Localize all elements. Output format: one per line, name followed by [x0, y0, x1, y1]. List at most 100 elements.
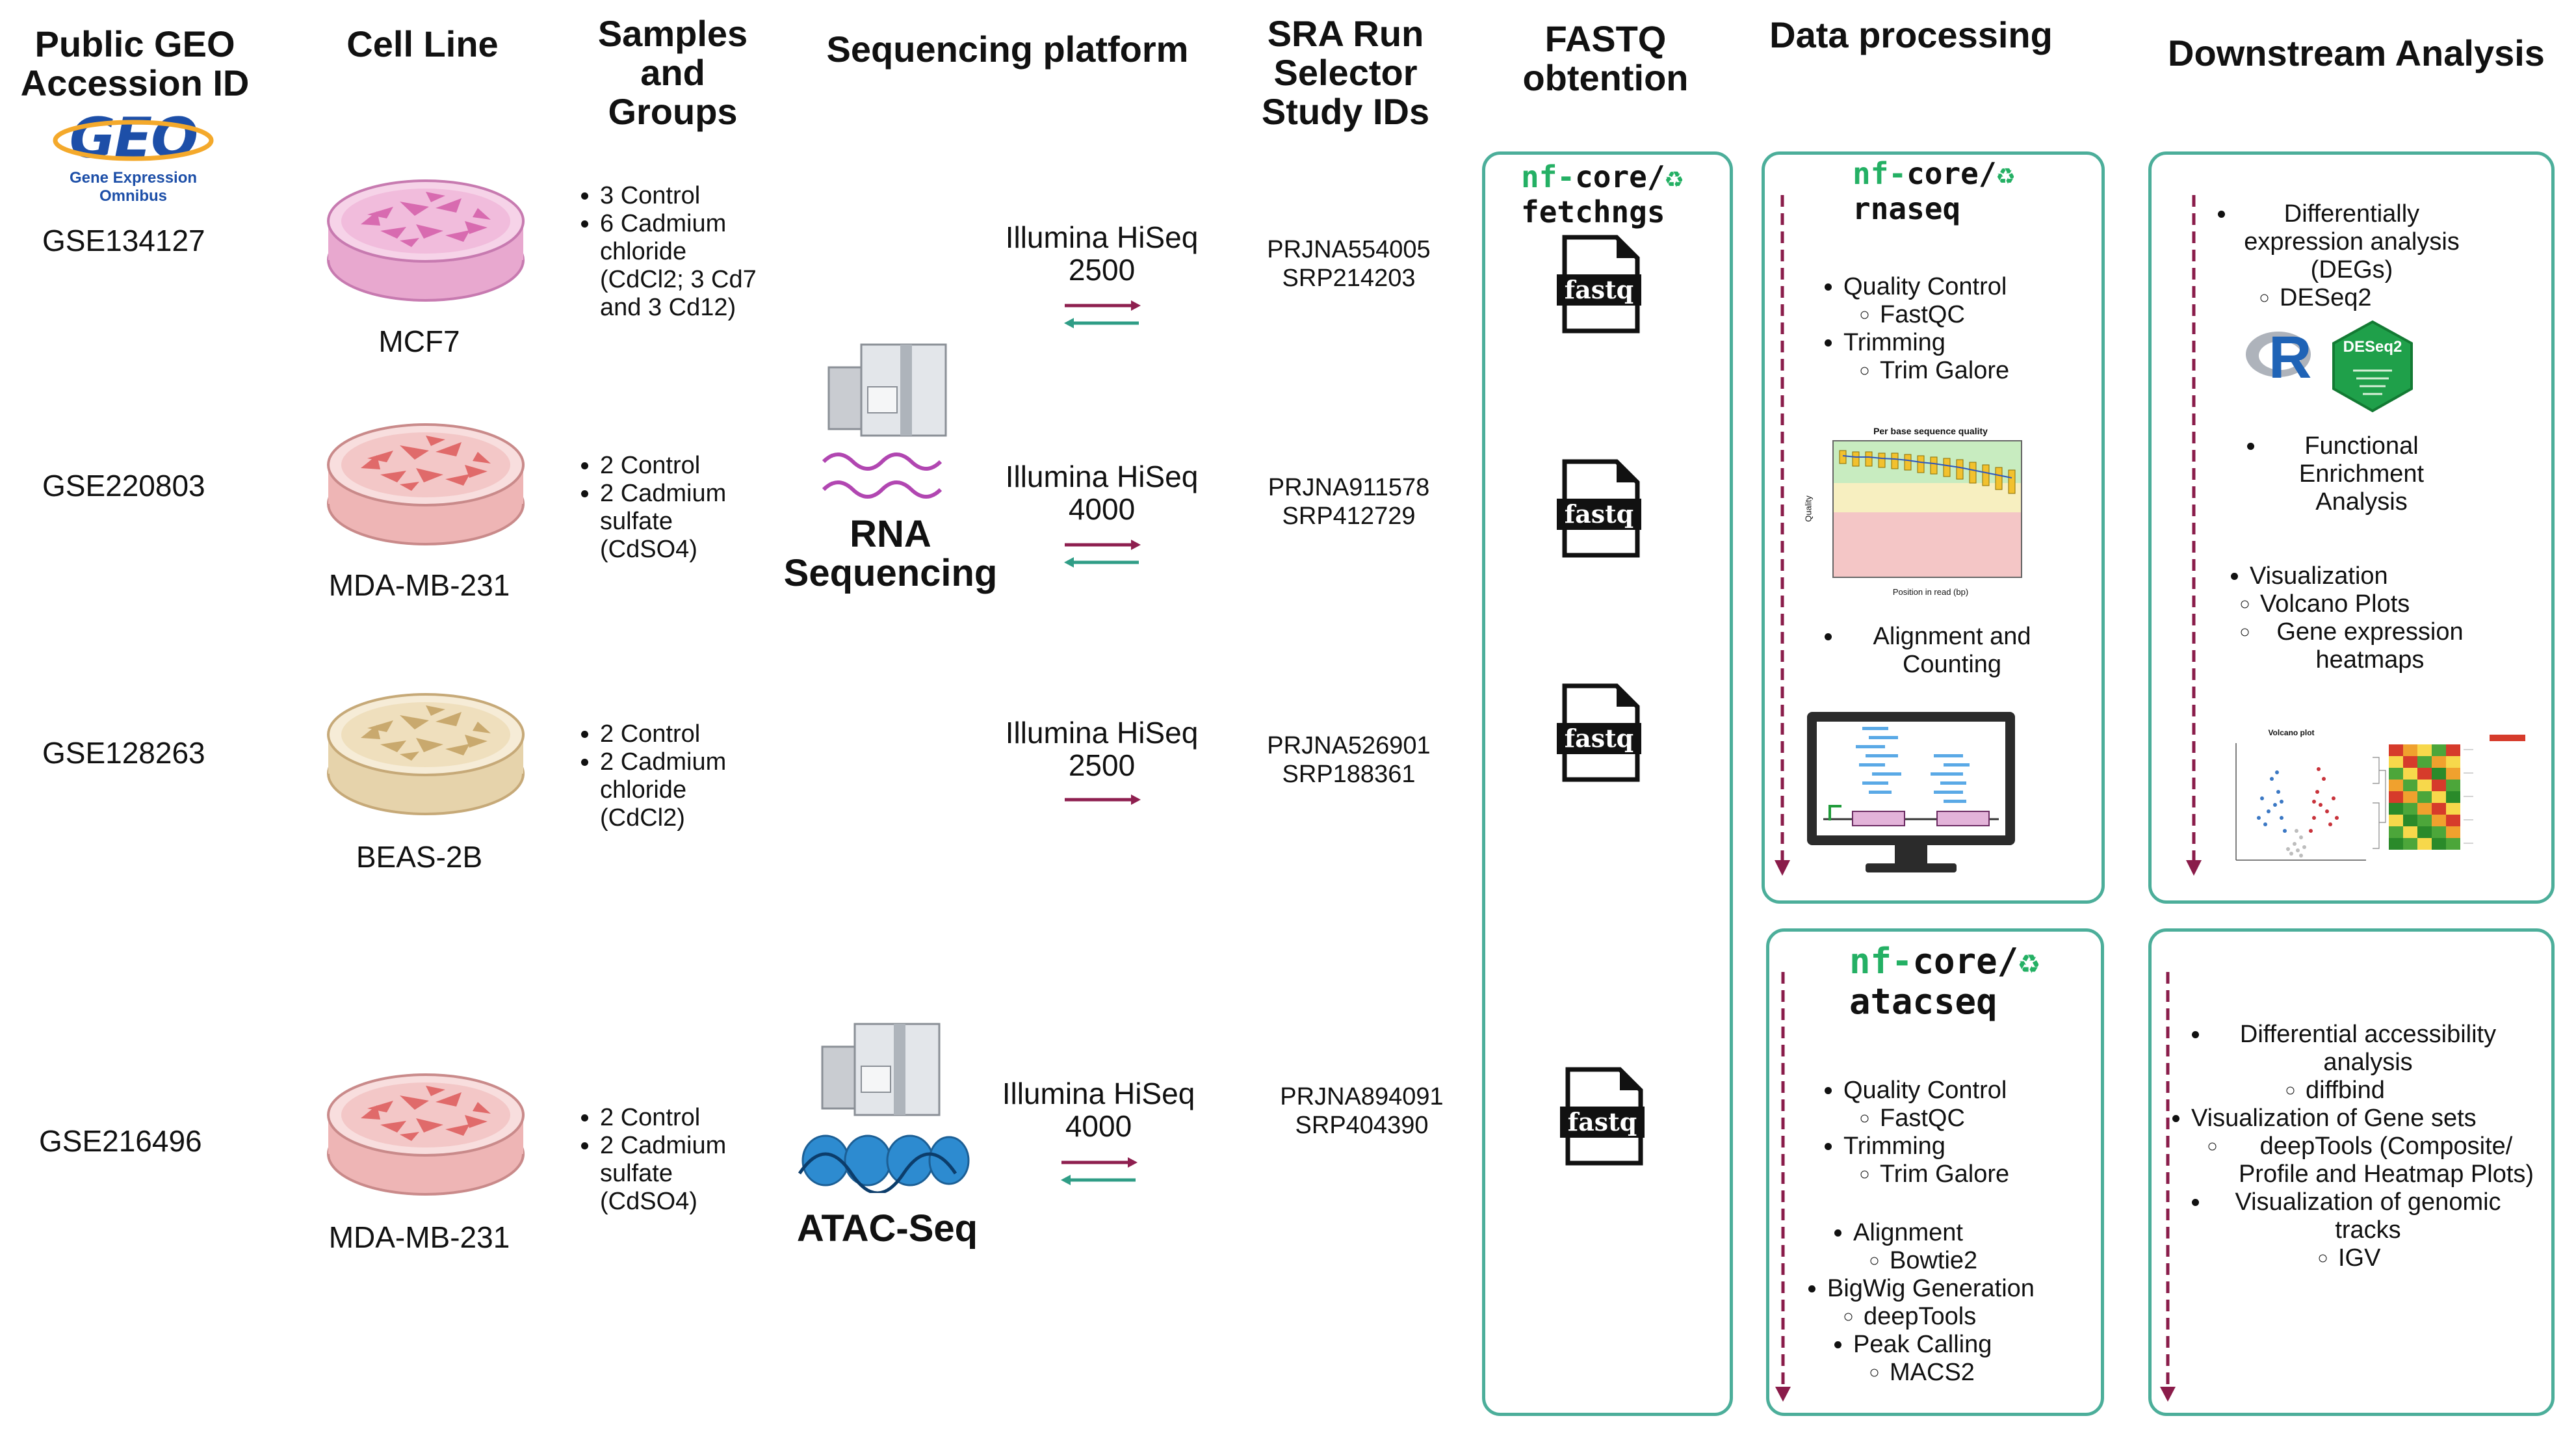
- samples-1: 3 Control 6 Cadmium chloride (CdCl2; 3 C…: [569, 182, 777, 322]
- step-trimgalore: Trim Galore: [1880, 1160, 2087, 1188]
- deseq2-logo-text: DESeq2: [2343, 338, 2402, 356]
- arrows-3: [1065, 794, 1141, 805]
- fastq-file-icon: fastq: [1560, 1066, 1645, 1167]
- step-trimming: Trimming Trim Galore: [1843, 1133, 2087, 1188]
- fastq-label: fastq: [1564, 724, 1634, 753]
- rnaseq-steps-2: Alignment and Counting: [1814, 623, 2087, 679]
- r-logo-icon: [2246, 332, 2311, 377]
- geo-logo: GEO Gene Expression Omnibus: [36, 109, 231, 205]
- accession-4: GSE216496: [39, 1124, 202, 1158]
- accession-3: GSE128263: [42, 736, 205, 770]
- cell-line-4: MDA-MB-231: [328, 1220, 510, 1254]
- step-alignment: Alignment Bowtie2: [1853, 1219, 2096, 1275]
- step-qc: Quality Control FastQC: [1843, 1077, 2087, 1133]
- analysis-visgene: Visualization of Gene sets deepTools (Co…: [2191, 1105, 2545, 1188]
- header-fastq: FASTQ obtention: [1522, 18, 1689, 98]
- nf-core-atacseq: nf-core/♻ atacseq: [1849, 941, 2040, 1022]
- samples-2-item: 2 Cadmium sulfate (CdSO4): [600, 480, 777, 564]
- samples-3-item: 2 Control: [600, 720, 777, 748]
- header-sra: SRA Run Selector Study IDs: [1261, 13, 1430, 132]
- atacseq-box: [1766, 928, 2104, 1416]
- samples-1-item: 3 Control: [600, 182, 777, 210]
- step-macs: MACS2: [1890, 1359, 2096, 1387]
- sra-4: PRJNA894091 SRP404390: [1258, 1082, 1466, 1140]
- deseq2-logo-icon: [2332, 320, 2413, 413]
- header-platform: Sequencing platform: [826, 29, 1189, 70]
- vis-volcano: Volcano Plots: [2260, 590, 2480, 618]
- sra-1: PRJNA554005 SRP214203: [1245, 235, 1453, 293]
- accession-2: GSE220803: [42, 469, 205, 503]
- samples-1-item: 6 Cadmium chloride (CdCl2; 3 Cd7 and 3 C…: [600, 210, 777, 322]
- platform-4: Illumina HiSeq 4000: [1002, 1077, 1195, 1143]
- samples-2-item: 2 Control: [600, 452, 777, 480]
- pipeline-name: rnaseq: [1853, 191, 1961, 226]
- platform-1: Illumina HiSeq 2500: [1005, 220, 1199, 287]
- qc-plot-area: [1832, 440, 2022, 578]
- nf-prefix: nf-: [1521, 159, 1576, 194]
- sra-3: PRJNA526901 SRP188361: [1245, 731, 1453, 789]
- sequencer-icon-atac: [821, 1023, 941, 1116]
- pipeline-name: atacseq: [1849, 981, 1997, 1022]
- arrows-2: [1064, 540, 1141, 568]
- nf-core-text: core/: [1906, 156, 1997, 191]
- cell-line-1: MCF7: [378, 324, 460, 358]
- step-fastqc: FastQC: [1880, 1105, 2087, 1133]
- volcano-plot: Volcano plot: [2213, 728, 2369, 884]
- header-cell-line: Cell Line: [346, 23, 499, 64]
- prjna-3: PRJNA526901: [1267, 732, 1431, 759]
- sequencer-icon: [827, 343, 947, 437]
- downstream-rna-vis: Visualization Volcano Plots Gene express…: [2220, 562, 2480, 674]
- step-qc: Quality Control FastQC: [1843, 273, 2087, 329]
- cell-dish-3: [327, 693, 525, 815]
- samples-4: 2 Control 2 Cadmium sulfate (CdSO4): [569, 1104, 777, 1216]
- rna-wave-icon: [822, 452, 943, 499]
- nf-prefix: nf-: [1853, 156, 1907, 191]
- rna-seq-label: RNA Sequencing: [783, 513, 998, 594]
- step-bigwig: BigWig Generation deepTools: [1827, 1275, 2096, 1331]
- atacseq-flow-arrow: [1775, 972, 1791, 1402]
- fastq-label: fastq: [1564, 499, 1634, 529]
- rnaseq-flow-arrow: [1775, 195, 1790, 876]
- samples-3: 2 Control 2 Cadmium chloride (CdCl2): [569, 720, 777, 832]
- volcano-area: [2235, 743, 2366, 861]
- platform-2: Illumina HiSeq 4000: [1005, 460, 1199, 526]
- tool-deseq2: DESeq2: [2280, 284, 2467, 312]
- cell-line-3: BEAS-2B: [356, 840, 483, 874]
- tool-diffbind: diffbind: [2306, 1077, 2525, 1105]
- chromatin-icon: [798, 1134, 970, 1193]
- cell-dish-2: [327, 423, 525, 545]
- analysis-vis: Visualization Volcano Plots Gene express…: [2250, 562, 2480, 674]
- geo-logo-swoosh: [53, 120, 214, 161]
- downstream-rna-fea: Functional Enrichment Analysis: [2236, 432, 2457, 516]
- qc-plot-ylabel: Quality: [1803, 495, 1814, 522]
- srp-1: SRP214203: [1282, 265, 1416, 292]
- atac-seq-label: ATAC-Seq: [796, 1207, 978, 1250]
- step-peak: Peak Calling MACS2: [1853, 1331, 2096, 1387]
- fastq-file-icon: fastq: [1557, 458, 1641, 559]
- atacseq-steps-2: Alignment Bowtie2 BigWig Generation deep…: [1797, 1219, 2096, 1387]
- header-geo: Public GEO Accession ID: [20, 23, 250, 103]
- header-downstream: Downstream Analysis: [2168, 33, 2545, 73]
- samples-3-item: 2 Cadmium chloride (CdCl2): [600, 748, 777, 832]
- pipeline-name: fetchngs: [1521, 194, 1665, 229]
- nf-core-text: core/: [1912, 941, 2019, 982]
- step-deeptools: deepTools: [1864, 1303, 2096, 1331]
- analysis-visgenomic: Visualization of genomic tracks IGV: [2211, 1188, 2545, 1272]
- volcano-plot-title: Volcano plot: [2268, 728, 2315, 737]
- prjna-1: PRJNA554005: [1267, 236, 1431, 263]
- tool-deeptools: deepTools (Composite/ Profile and Heatma…: [2228, 1133, 2545, 1188]
- fastq-label: fastq: [1567, 1107, 1637, 1136]
- samples-4-item: 2 Cadmium sulfate (CdSO4): [600, 1132, 777, 1216]
- monitor-icon: [1807, 712, 2015, 872]
- arrows-1: [1064, 300, 1141, 328]
- atacseq-steps-1: Quality Control FastQC Trimming Trim Gal…: [1814, 1077, 2087, 1188]
- fastq-box: [1482, 151, 1733, 1416]
- samples-2: 2 Control 2 Cadmium sulfate (CdSO4): [569, 452, 777, 564]
- downstream-atac-flow-arrow: [2160, 972, 2176, 1402]
- r-logo-letter: R: [2269, 324, 2312, 391]
- heatmap-plot: [2373, 735, 2525, 850]
- downstream-atac-list: Differential accessibility analysis diff…: [2181, 1021, 2545, 1272]
- platform-3: Illumina HiSeq 2500: [1005, 716, 1199, 782]
- srp-2: SRP412729: [1282, 503, 1416, 530]
- nf-core-fetchngs: nf-core/♻ fetchngs: [1521, 159, 1684, 229]
